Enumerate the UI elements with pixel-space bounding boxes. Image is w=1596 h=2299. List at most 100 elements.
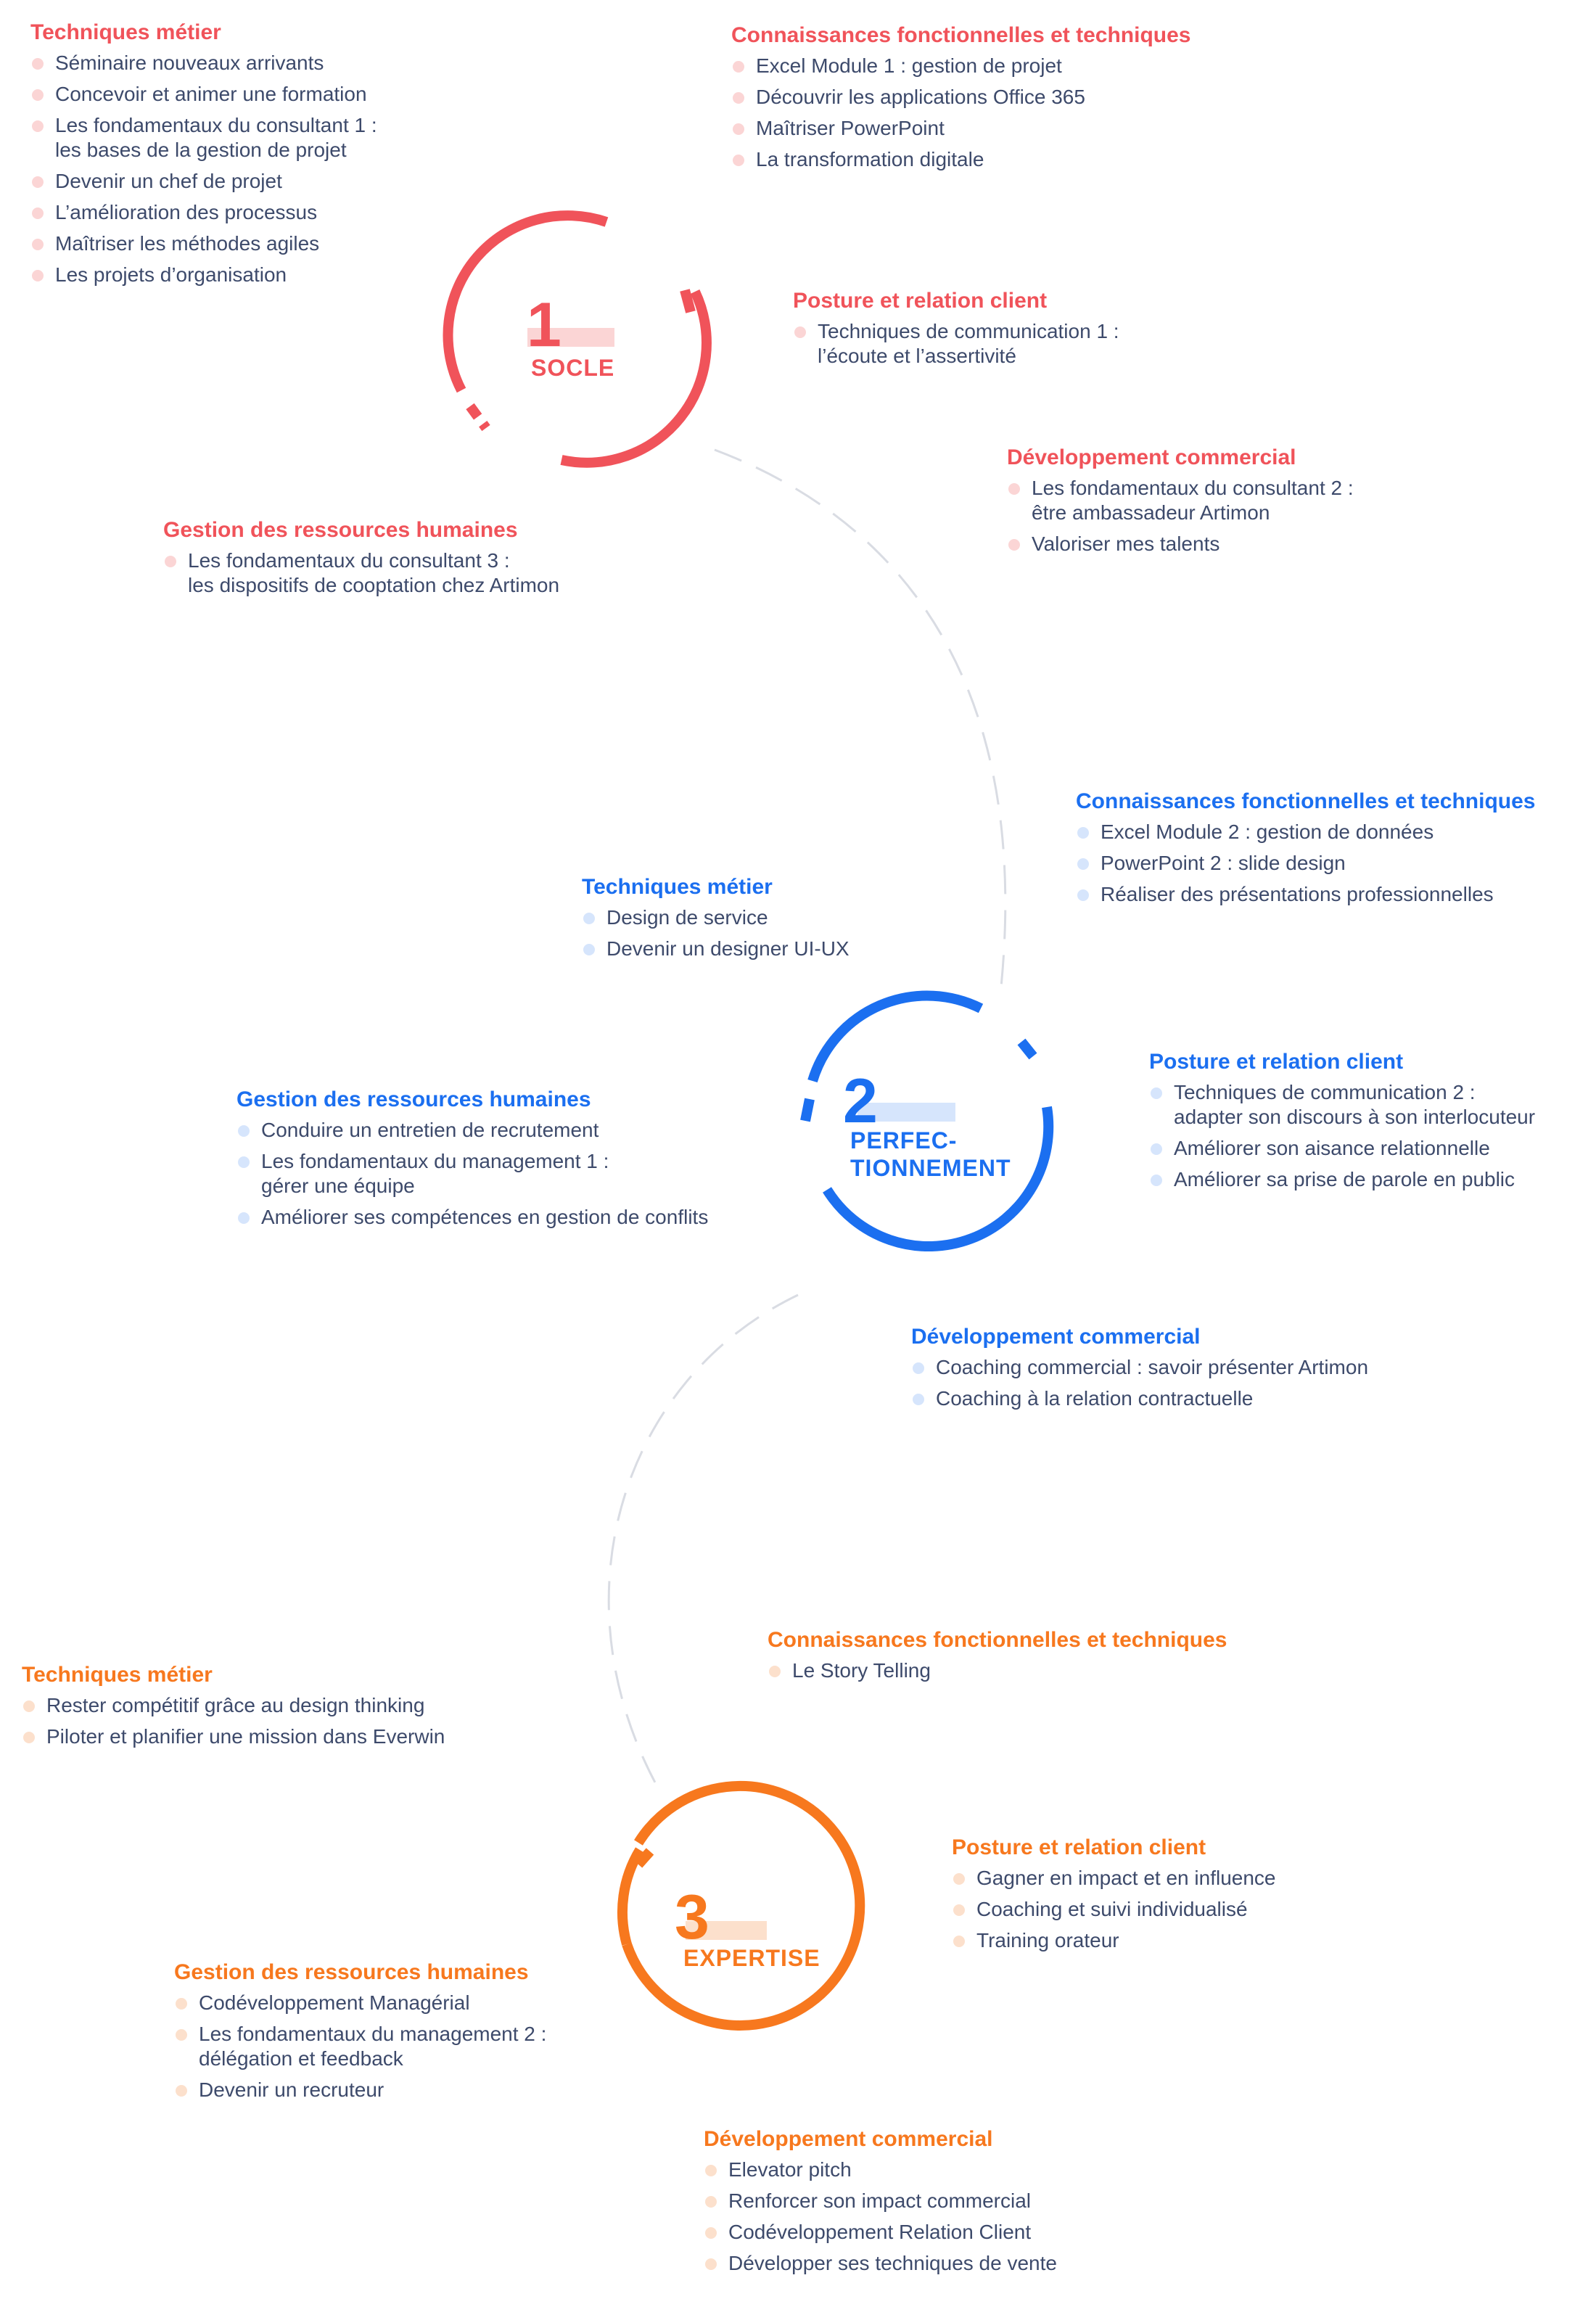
section-title: Développement commercial — [911, 1325, 1201, 1349]
level-3-section-connaissances: Connaissances fonctionnelles et techniqu… — [768, 1626, 1227, 1690]
section-list: Techniques de communication 1 : l’écoute… — [793, 319, 1119, 369]
list-item: La transformation digitale — [731, 147, 1191, 172]
bullet-dot-icon — [32, 207, 44, 219]
list-item: Maîtriser PowerPoint — [731, 116, 1191, 141]
bullet-dot-icon — [733, 123, 744, 135]
list-item: Codéveloppement Managérial — [174, 1991, 546, 2015]
list-item: Coaching à la relation contractuelle — [911, 1386, 1368, 1411]
level-2-number-bar — [857, 1103, 955, 1122]
list-item-label: Améliorer son aisance relationnelle — [1174, 1137, 1490, 1159]
bullet-dot-icon — [794, 326, 806, 338]
bullet-dot-icon — [1008, 483, 1020, 495]
bullet-dot-icon — [913, 1394, 924, 1405]
list-item: Gagner en impact et en influence — [952, 1866, 1275, 1891]
bullet-dot-icon — [1008, 539, 1020, 551]
list-item: Coaching et suivi individualisé — [952, 1897, 1275, 1922]
list-item-label: Valoriser mes talents — [1032, 532, 1220, 555]
bullet-dot-icon — [769, 1666, 781, 1677]
list-item-label: Développer ses techniques de vente — [728, 2252, 1057, 2274]
level-3-number: 3 — [675, 1883, 709, 1952]
bullet-dot-icon — [176, 2085, 187, 2097]
list-item-label: Coaching et suivi individualisé — [976, 1898, 1248, 1920]
bullet-dot-icon — [953, 1873, 965, 1885]
list-item-label: Elevator pitch — [728, 2158, 852, 2181]
list-item-label: Découvrir les applications Office 365 — [756, 86, 1085, 108]
section-list: Les fondamentaux du consultant 3 : les d… — [163, 548, 559, 598]
bullet-dot-icon — [733, 61, 744, 73]
level-1-ring — [443, 210, 712, 468]
list-item-label: Maîtriser PowerPoint — [756, 117, 945, 139]
list-item-label: Devenir un designer UI-UX — [606, 937, 850, 960]
bullet-dot-icon — [705, 2227, 717, 2239]
list-item: Design de service — [582, 905, 850, 930]
list-item: Codéveloppement Relation Client — [704, 2220, 1057, 2245]
bullet-dot-icon — [32, 120, 44, 132]
section-title: Gestion des ressources humaines — [236, 1087, 591, 1111]
bullet-dot-icon — [733, 92, 744, 104]
list-item-label: L’amélioration des processus — [55, 201, 318, 223]
connector-path-1-2 — [714, 448, 1007, 987]
list-item-label: Maîtriser les méthodes agiles — [55, 232, 320, 255]
bullet-dot-icon — [32, 89, 44, 101]
bullet-dot-icon — [705, 2196, 717, 2208]
list-item: Les fondamentaux du consultant 3 : les d… — [163, 548, 559, 598]
list-item-label: Séminaire nouveaux arrivants — [55, 52, 324, 74]
list-item-label: Les fondamentaux du management 1 : gérer… — [261, 1150, 609, 1197]
list-item-label: Gagner en impact et en influence — [976, 1867, 1276, 1889]
list-item: Valoriser mes talents — [1007, 532, 1354, 556]
level-1-number-bar — [527, 328, 614, 347]
list-item-label: Concevoir et animer une formation — [55, 83, 367, 105]
list-item: Rester compétitif grâce au design thinki… — [22, 1693, 445, 1718]
section-title: Développement commercial — [704, 2127, 993, 2151]
list-item-label: Devenir un chef de projet — [55, 170, 282, 192]
list-item: Le Story Telling — [768, 1658, 1227, 1683]
list-item: Les fondamentaux du consultant 2 : être … — [1007, 476, 1354, 525]
bullet-dot-icon — [913, 1362, 924, 1374]
list-item: Les fondamentaux du management 1 : gérer… — [236, 1149, 708, 1198]
list-item: Piloter et planifier une mission dans Ev… — [22, 1724, 445, 1749]
section-list: Le Story Telling — [768, 1658, 1227, 1683]
list-item-label: Améliorer ses compétences en gestion de … — [261, 1206, 709, 1228]
list-item: PowerPoint 2 : slide design — [1076, 851, 1536, 876]
bullet-dot-icon — [176, 2029, 187, 2041]
list-item: Excel Module 2 : gestion de données — [1076, 820, 1536, 844]
section-title: Techniques métier — [30, 20, 221, 44]
list-item-label: Excel Module 1 : gestion de projet — [756, 54, 1062, 77]
list-item-label: Renforcer son impact commercial — [728, 2189, 1032, 2212]
list-item: Excel Module 1 : gestion de projet — [731, 54, 1191, 78]
bullet-dot-icon — [238, 1212, 250, 1224]
list-item: Conduire un entretien de recrutement — [236, 1118, 708, 1143]
list-item-label: Codéveloppement Relation Client — [728, 2221, 1032, 2243]
level-1-name: SOCLE — [531, 355, 615, 381]
bullet-dot-icon — [733, 155, 744, 166]
list-item-label: PowerPoint 2 : slide design — [1101, 852, 1346, 874]
bullet-dot-icon — [1151, 1087, 1162, 1099]
list-item-label: Les fondamentaux du consultant 2 : être … — [1032, 477, 1354, 524]
section-title: Connaissances fonctionnelles et techniqu… — [768, 1628, 1227, 1652]
list-item-label: Le Story Telling — [792, 1659, 931, 1682]
list-item: Améliorer son aisance relationnelle — [1149, 1136, 1535, 1161]
level-3-name: EXPERTISE — [683, 1945, 820, 1971]
list-item-label: Améliorer sa prise de parole en public — [1174, 1168, 1515, 1190]
list-item: Devenir un designer UI-UX — [582, 937, 850, 961]
list-item: Réaliser des présentations professionnel… — [1076, 882, 1536, 907]
list-item-label: Rester compétitif grâce au design thinki… — [46, 1694, 425, 1716]
section-title: Posture et relation client — [1149, 1050, 1404, 1074]
list-item-label: Conduire un entretien de recrutement — [261, 1119, 599, 1141]
connector-path-2-3 — [607, 1294, 799, 1793]
list-item: Les fondamentaux du consultant 1 : les b… — [30, 113, 377, 163]
bullet-dot-icon — [953, 1904, 965, 1916]
